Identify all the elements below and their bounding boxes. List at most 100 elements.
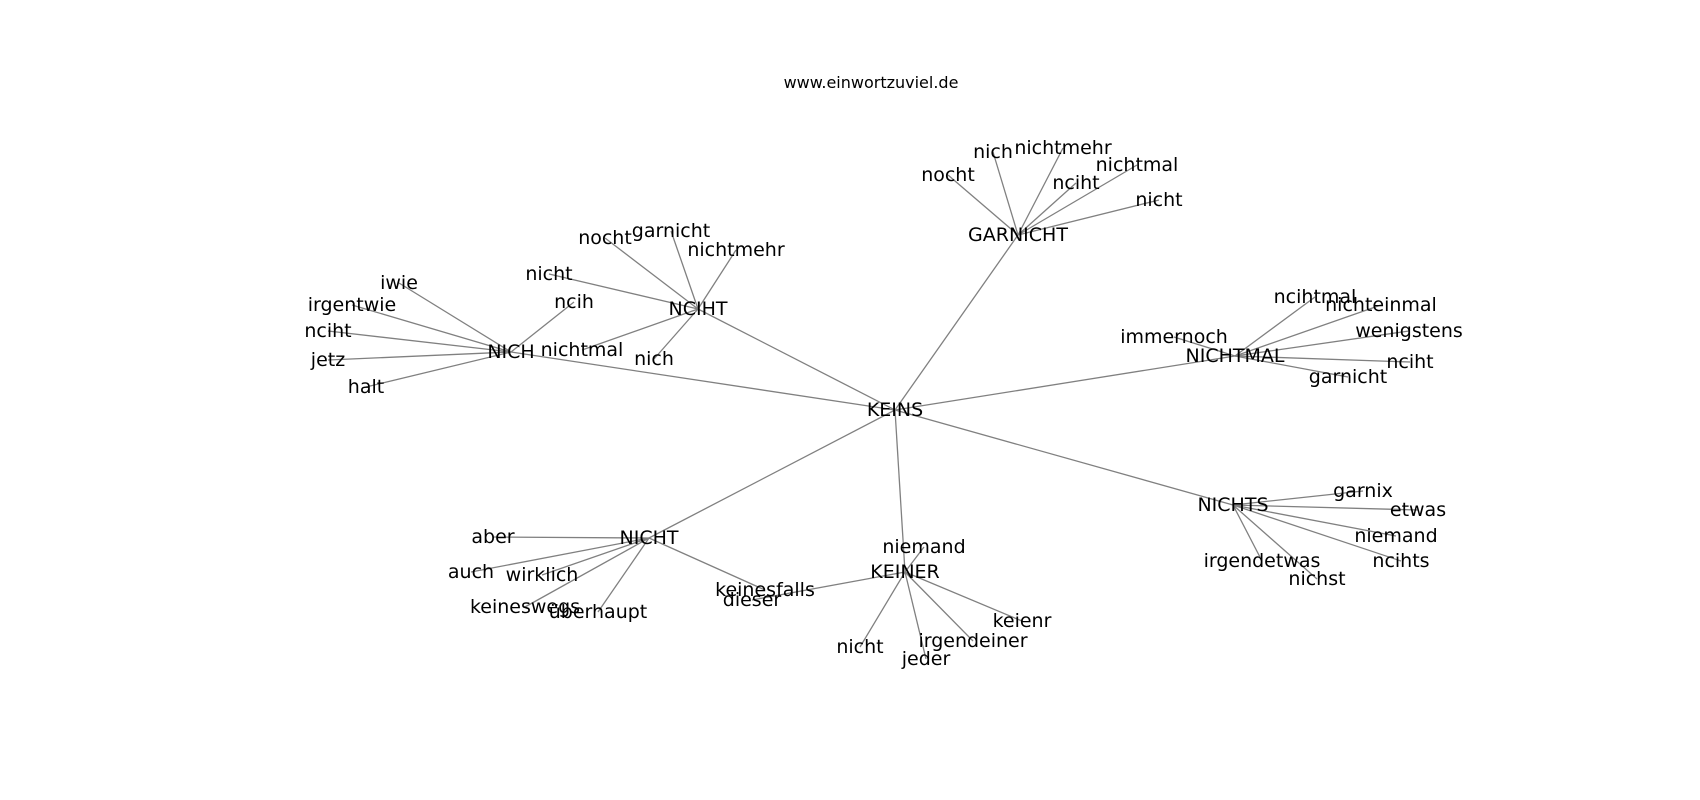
edge-root-hub [648, 409, 896, 539]
child-node-label: aber [471, 526, 514, 548]
child-node-label: niemand [882, 536, 965, 558]
edge-hub-child [398, 282, 512, 353]
edge-hub-child [351, 304, 512, 353]
child-node-label: nich [634, 348, 674, 370]
child-node-label: halt [348, 376, 384, 398]
edge-hub-child [653, 308, 699, 360]
edge-hub-child [751, 571, 906, 601]
child-node-label: keinesfalls [715, 579, 815, 601]
child-node-label: jeder [901, 648, 951, 670]
edge-hub-child [1017, 199, 1160, 236]
edge-hub-child [1232, 504, 1402, 562]
child-node-label: nicht [525, 263, 572, 285]
child-node-label: nciht [1052, 172, 1099, 194]
child-node-label: nicht [1135, 189, 1182, 211]
child-node-label: nichst [1288, 568, 1345, 590]
child-node-label: nocht [921, 164, 975, 186]
edge-hub-child [524, 537, 650, 608]
child-node-label: irgentwie [308, 294, 397, 316]
edge-hub-child [541, 537, 650, 576]
edge-hub-child [510, 301, 575, 353]
child-node-label: keienr [993, 610, 1052, 632]
child-node-label: irgendeiner [918, 630, 1027, 652]
edge-hub-child [1232, 490, 1364, 506]
edge-hub-child [492, 536, 650, 539]
edge-hub-child [1234, 355, 1349, 378]
edge-hub-child [1234, 296, 1316, 357]
child-node-label: garnix [1333, 480, 1393, 502]
edge-hub-child [597, 537, 650, 613]
edge-hub-child [548, 273, 699, 310]
child-node-label: irgendetwas [1204, 550, 1321, 572]
child-node-label: wirklich [506, 564, 579, 586]
child-node-label: garnicht [1309, 366, 1387, 388]
child-node-label: garnicht [632, 220, 710, 242]
child-node-label: etwas [1390, 499, 1446, 521]
edge-hub-child [327, 330, 512, 353]
edge-hub-child [1017, 147, 1064, 236]
edge-hub-child [1234, 304, 1382, 357]
child-node-label: nciht [304, 320, 351, 342]
child-node-label: iwie [380, 272, 418, 294]
child-node-label: nciht [1386, 351, 1433, 373]
edge-hub-child [1232, 504, 1263, 562]
child-node-label: nichtmehr [687, 239, 784, 261]
edge-hub-child [1173, 336, 1236, 357]
hub-node-label: NICHTMAL [1186, 345, 1285, 367]
edge-hub-child [992, 151, 1019, 236]
child-node-label: jetz [310, 349, 345, 371]
edge-hub-child [904, 571, 927, 660]
edge-hub-child [648, 537, 766, 591]
child-node-label: wenigstens [1355, 320, 1463, 342]
edge-hub-child [365, 351, 512, 388]
edge-hub-child [697, 249, 737, 310]
edge-hub-child [947, 174, 1019, 236]
edge-hub-child [1017, 164, 1138, 236]
graph-edges [327, 147, 1419, 660]
child-node-label: ncihts [1372, 550, 1429, 572]
child-node-label: nich [973, 141, 1013, 163]
edge-hub-child [604, 237, 699, 310]
edge-hub-child [327, 351, 512, 361]
edge-hub-child [581, 308, 699, 351]
hub-node-label: NCIHT [669, 298, 728, 320]
hub-node-label: NICH [487, 341, 534, 363]
child-node-label: keineswegs [470, 596, 580, 618]
edge-root-hub [894, 234, 1019, 411]
hub-node-label: GARNICHT [968, 224, 1068, 246]
child-node-label: niemand [1354, 525, 1437, 547]
hub-node-label: NICHT [620, 527, 679, 549]
edge-hub-child [1232, 504, 1419, 511]
child-node-label: nicht [836, 636, 883, 658]
edge-hub-child [1234, 355, 1411, 363]
edge-hub-child [904, 546, 925, 573]
edge-root-hub [697, 308, 896, 411]
child-node-label: dieser [723, 589, 782, 611]
edge-root-hub [894, 409, 906, 573]
edge-root-hub [510, 351, 896, 411]
child-node-label: immernoch [1120, 326, 1228, 348]
hub-node-label: KEINER [870, 561, 940, 583]
edge-root-hub [894, 409, 1234, 506]
edge-hub-child [470, 537, 650, 573]
site-title: www.einwortzuviel.de [784, 73, 959, 92]
child-node-label: nichtmehr [1014, 137, 1111, 159]
root-node-label: KEINS [867, 399, 923, 421]
edge-hub-child [1234, 330, 1410, 357]
edge-hub-child [670, 230, 699, 310]
hub-node-label: NICHTS [1197, 494, 1268, 516]
edge-hub-child [904, 571, 1023, 622]
child-node-label: nichtmal [541, 339, 624, 361]
edge-root-hub [894, 355, 1236, 411]
child-node-label: nichteinmal [1325, 294, 1437, 316]
edge-hub-child [1017, 182, 1077, 236]
child-node-label: ncih [554, 291, 594, 313]
edge-hub-child [1232, 504, 1318, 580]
child-node-label: ncihtmal [1274, 286, 1357, 308]
edge-hub-child [859, 571, 906, 648]
child-node-label: nichtmal [1096, 154, 1179, 176]
child-node-label: überhaupt [549, 601, 648, 623]
child-node-label: auch [448, 561, 494, 583]
